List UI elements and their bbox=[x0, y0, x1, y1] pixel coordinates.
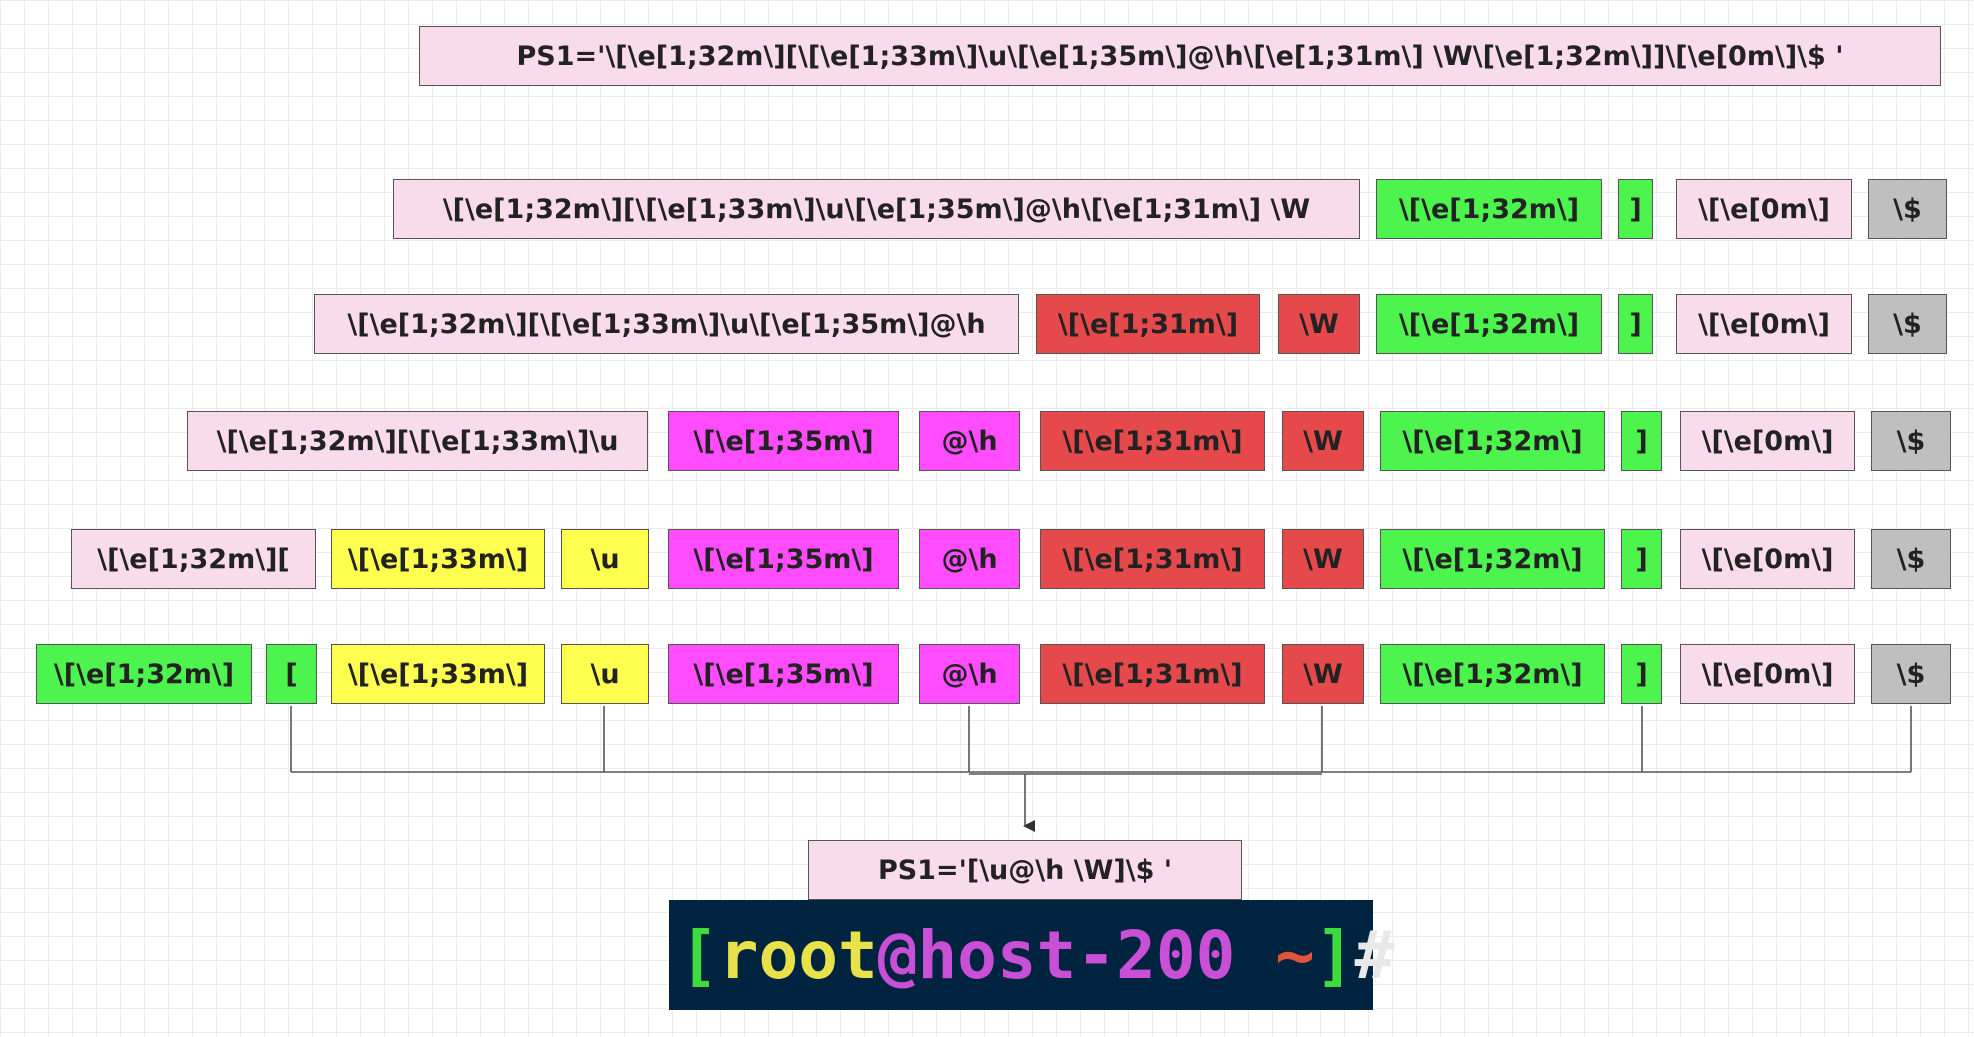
segment-box: \$ bbox=[1871, 644, 1951, 704]
segment-box: \W bbox=[1282, 411, 1364, 471]
segment-box: \u bbox=[561, 529, 649, 589]
segment-box: \[\e[1;33m\] bbox=[331, 644, 545, 704]
terminal-user: root bbox=[718, 916, 878, 994]
segment-box: \[\e[0m\] bbox=[1680, 644, 1855, 704]
segment-box: \[\e[1;35m\] bbox=[668, 411, 899, 471]
segment-box: \[\e[1;32m\] bbox=[1376, 179, 1602, 239]
segment-box: \[\e[0m\] bbox=[1676, 179, 1852, 239]
segment-box: \u bbox=[561, 644, 649, 704]
segment-box: \[\e[1;32m\] bbox=[1376, 294, 1602, 354]
terminal-preview: [root@host-200 ~]# bbox=[669, 900, 1394, 1010]
segment-box: \[\e[1;31m\] bbox=[1036, 294, 1260, 354]
segment-box: ] bbox=[1621, 644, 1662, 704]
terminal-close-bracket: ] bbox=[1314, 916, 1355, 994]
segment-box: \[\e[0m\] bbox=[1676, 294, 1852, 354]
segment-box: \[\e[1;31m\] bbox=[1040, 411, 1265, 471]
segment-box: [ bbox=[266, 644, 317, 704]
ps1-full-string: PS1='\[\e[1;32m\][\[\e[1;33m\]\u\[\e[1;3… bbox=[419, 26, 1941, 86]
segment-box: \[\e[1;32m\] bbox=[36, 644, 252, 704]
terminal-open-bracket: [ bbox=[679, 916, 719, 994]
segment-box: \[\e[0m\] bbox=[1680, 411, 1855, 471]
segment-box: \[\e[1;32m\][\[\e[1;33m\]\u\[\e[1;35m\]@… bbox=[314, 294, 1019, 354]
segment-box: ] bbox=[1618, 294, 1653, 354]
segment-box: ] bbox=[1621, 411, 1662, 471]
segment-box: \[\e[0m\] bbox=[1680, 529, 1855, 589]
segment-box: \[\e[1;32m\][\[\e[1;33m\]\u\[\e[1;35m\]@… bbox=[393, 179, 1360, 239]
segment-box: \[\e[1;35m\] bbox=[668, 644, 899, 704]
segment-box: \W bbox=[1282, 529, 1364, 589]
segment-box: \[\e[1;32m\][ bbox=[71, 529, 316, 589]
segment-box: ] bbox=[1621, 529, 1662, 589]
segment-box: \[\e[1;35m\] bbox=[668, 529, 899, 589]
segment-box: \$ bbox=[1871, 529, 1951, 589]
segment-box: \W bbox=[1278, 294, 1360, 354]
segment-box: @\h bbox=[919, 411, 1020, 471]
terminal-at-host: @host-200 bbox=[877, 916, 1236, 994]
segment-box: \[\e[1;31m\] bbox=[1040, 644, 1265, 704]
terminal-prompt-char: # bbox=[1354, 916, 1435, 994]
segment-box: \[\e[1;31m\] bbox=[1040, 529, 1265, 589]
segment-box: @\h bbox=[919, 529, 1020, 589]
terminal-dir: ~ bbox=[1235, 916, 1315, 994]
segment-box: \[\e[1;32m\] bbox=[1380, 644, 1605, 704]
segment-box: \W bbox=[1282, 644, 1364, 704]
segment-box: ] bbox=[1618, 179, 1653, 239]
segment-box: @\h bbox=[919, 644, 1020, 704]
segment-box: \$ bbox=[1868, 294, 1947, 354]
segment-box: \$ bbox=[1868, 179, 1947, 239]
result-ps1-string: PS1='[\u@\h \W]\$ ' bbox=[808, 840, 1242, 900]
segment-box: \$ bbox=[1871, 411, 1951, 471]
segment-box: \[\e[1;32m\] bbox=[1380, 529, 1605, 589]
segment-box: \[\e[1;33m\] bbox=[331, 529, 545, 589]
segment-box: \[\e[1;32m\] bbox=[1380, 411, 1605, 471]
segment-box: \[\e[1;32m\][\[\e[1;33m\]\u bbox=[187, 411, 648, 471]
